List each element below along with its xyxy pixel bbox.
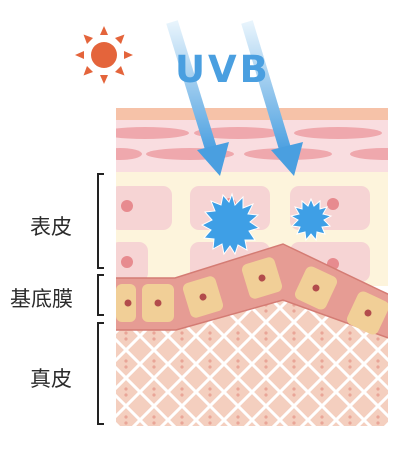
- uvb-label: UVB: [175, 48, 271, 91]
- basal-cell: [182, 276, 224, 318]
- basal-cell: [116, 284, 136, 322]
- layer-bracket-epidermis: [97, 173, 104, 269]
- sun-icon: [75, 26, 133, 84]
- basal-cell: [346, 291, 388, 335]
- basal-cell: [142, 284, 174, 322]
- basal-cell: [241, 257, 283, 299]
- layer-label-epidermis: 表皮: [30, 215, 72, 239]
- layer-bracket-dermis: [97, 322, 104, 425]
- stratum-corneum: [116, 108, 388, 172]
- layer-bracket-basal: [97, 274, 104, 316]
- uvb-ray-arrow: [166, 20, 229, 176]
- layer-label-dermis: 真皮: [30, 367, 72, 391]
- epidermal-cell: [116, 186, 172, 230]
- basal-cell: [294, 266, 338, 310]
- uv-damage-burst-icon: [200, 192, 261, 256]
- uv-damage-burst-icon: [289, 197, 333, 242]
- basal-membrane: [116, 243, 388, 339]
- uvb-ray-arrow: [241, 20, 303, 176]
- layer-label-basal: 基底膜: [10, 287, 73, 311]
